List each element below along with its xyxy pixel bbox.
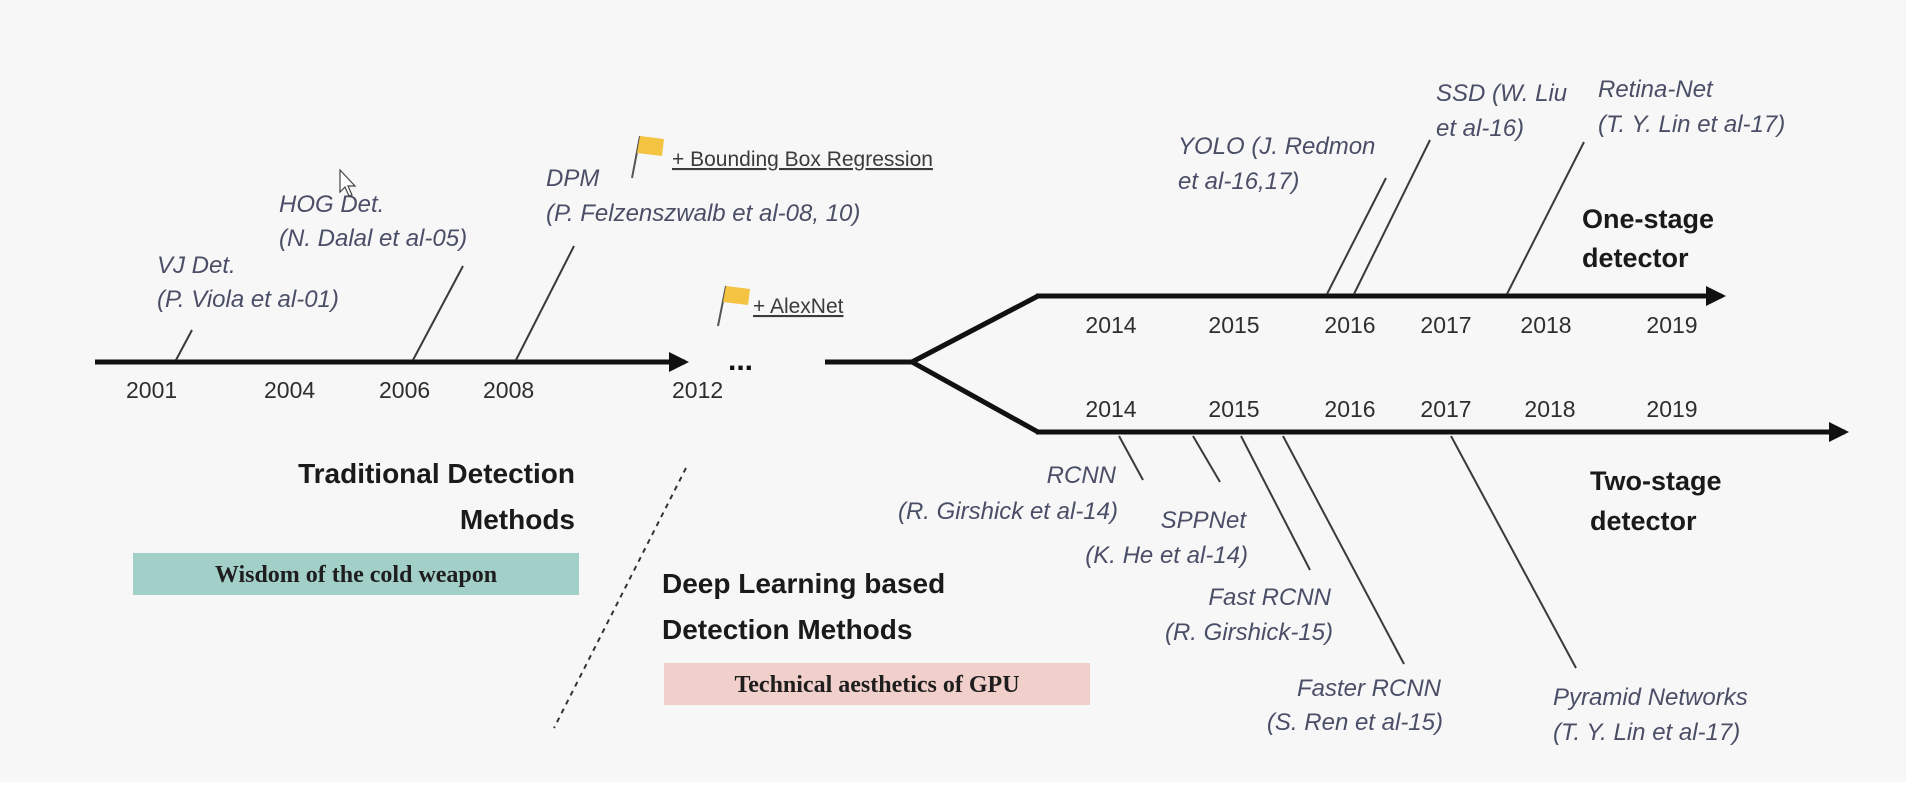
sppnet-citation: (K. He et al-14) xyxy=(1085,542,1248,569)
bbox-regression-note: + Bounding Box Regression xyxy=(672,148,933,171)
vj-det-label: VJ Det. xyxy=(157,252,236,279)
ssd-citation: et al-16) xyxy=(1436,115,1524,142)
pyramid-networks-citation: (T. Y. Lin et al-17) xyxy=(1553,719,1740,746)
year-2001: 2001 xyxy=(126,377,177,403)
pyramid-leader-line xyxy=(1450,435,1577,669)
one-stage-year-2014: 2014 xyxy=(1085,312,1136,338)
fast-rcnn-leader-line xyxy=(1240,435,1311,571)
alexnet-note: + AlexNet xyxy=(753,295,844,318)
retina-net-citation: (T. Y. Lin et al-17) xyxy=(1598,111,1785,138)
year-2008: 2008 xyxy=(483,377,534,403)
yolo-label: YOLO (J. Redmon xyxy=(1178,133,1375,160)
one-stage-year-2018: 2018 xyxy=(1520,312,1571,338)
era-divider xyxy=(553,467,687,729)
pyramid-networks-label: Pyramid Networks xyxy=(1553,684,1748,711)
yolo-leader-line xyxy=(1326,177,1387,295)
sppnet-label: SPPNet xyxy=(1161,507,1248,534)
two-stage-label-line2: detector xyxy=(1590,506,1697,536)
sppnet-leader-line xyxy=(1192,435,1221,483)
ssd-leader-line xyxy=(1353,139,1431,295)
mouse-cursor-icon xyxy=(339,168,357,197)
deep-banner xyxy=(664,663,1090,705)
two-stage-year-2018: 2018 xyxy=(1524,396,1575,422)
dpm-leader-line xyxy=(515,245,575,361)
deep-heading-line2: Detection Methods xyxy=(662,614,912,645)
two-stage-year-2014: 2014 xyxy=(1085,396,1136,422)
hog-det-citation: (N. Dalal et al-05) xyxy=(279,225,467,252)
fast-rcnn-label: Fast RCNN xyxy=(1208,584,1331,611)
retina-leader-line xyxy=(1506,141,1585,295)
ssd-label: SSD (W. Liu xyxy=(1436,80,1567,107)
one-stage-year-2015: 2015 xyxy=(1208,312,1259,338)
vj-det-citation: (P. Viola et al-01) xyxy=(157,286,339,313)
one-stage-branch xyxy=(910,293,1040,365)
one-stage-year-2017: 2017 xyxy=(1420,312,1471,338)
vj-leader-line xyxy=(175,329,193,361)
flag-icon xyxy=(717,285,750,327)
two-stage-label-line1: Two-stage xyxy=(1590,466,1722,496)
timeline-ellipsis: ... xyxy=(728,344,753,377)
hog-leader-line xyxy=(412,265,464,361)
yolo-citation: et al-16,17) xyxy=(1178,168,1299,195)
faster-rcnn-citation: (S. Ren et al-15) xyxy=(1267,709,1443,736)
retina-net-label: Retina-Net xyxy=(1598,76,1714,103)
flag-icon xyxy=(631,135,664,179)
traditional-banner-text: Wisdom of the cold weapon xyxy=(215,562,497,588)
year-2004: 2004 xyxy=(264,377,315,403)
one-stage-label-line1: One-stage xyxy=(1582,204,1714,234)
two-stage-branch xyxy=(910,359,1040,435)
deep-banner-text: Technical aesthetics of GPU xyxy=(734,672,1019,698)
two-stage-year-2019: 2019 xyxy=(1646,396,1697,422)
one-stage-year-2019: 2019 xyxy=(1646,312,1697,338)
two-stage-year-2016: 2016 xyxy=(1324,396,1375,422)
faster-rcnn-leader-line xyxy=(1282,435,1405,665)
traditional-banner xyxy=(133,553,579,595)
rcnn-citation: (R. Girshick et al-14) xyxy=(898,498,1118,525)
two-stage-year-2017: 2017 xyxy=(1420,396,1471,422)
fast-rcnn-citation: (R. Girshick-15) xyxy=(1165,619,1333,646)
rcnn-label: RCNN xyxy=(1047,462,1117,489)
faster-rcnn-label: Faster RCNN xyxy=(1297,675,1442,702)
rcnn-leader-line xyxy=(1118,435,1144,481)
dpm-label: DPM xyxy=(546,165,599,192)
year-2012: 2012 xyxy=(672,377,723,403)
one-stage-year-2016: 2016 xyxy=(1324,312,1375,338)
year-2006: 2006 xyxy=(379,377,430,403)
deep-heading-line1: Deep Learning based xyxy=(662,568,945,599)
one-stage-label-line2: detector xyxy=(1582,243,1689,273)
traditional-heading-line2: Methods xyxy=(460,504,575,535)
two-stage-year-2015: 2015 xyxy=(1208,396,1259,422)
traditional-heading-line1: Traditional Detection xyxy=(298,458,575,489)
hog-det-label: HOG Det. xyxy=(279,191,384,218)
dpm-citation: (P. Felzenszwalb et al-08, 10) xyxy=(546,200,860,227)
